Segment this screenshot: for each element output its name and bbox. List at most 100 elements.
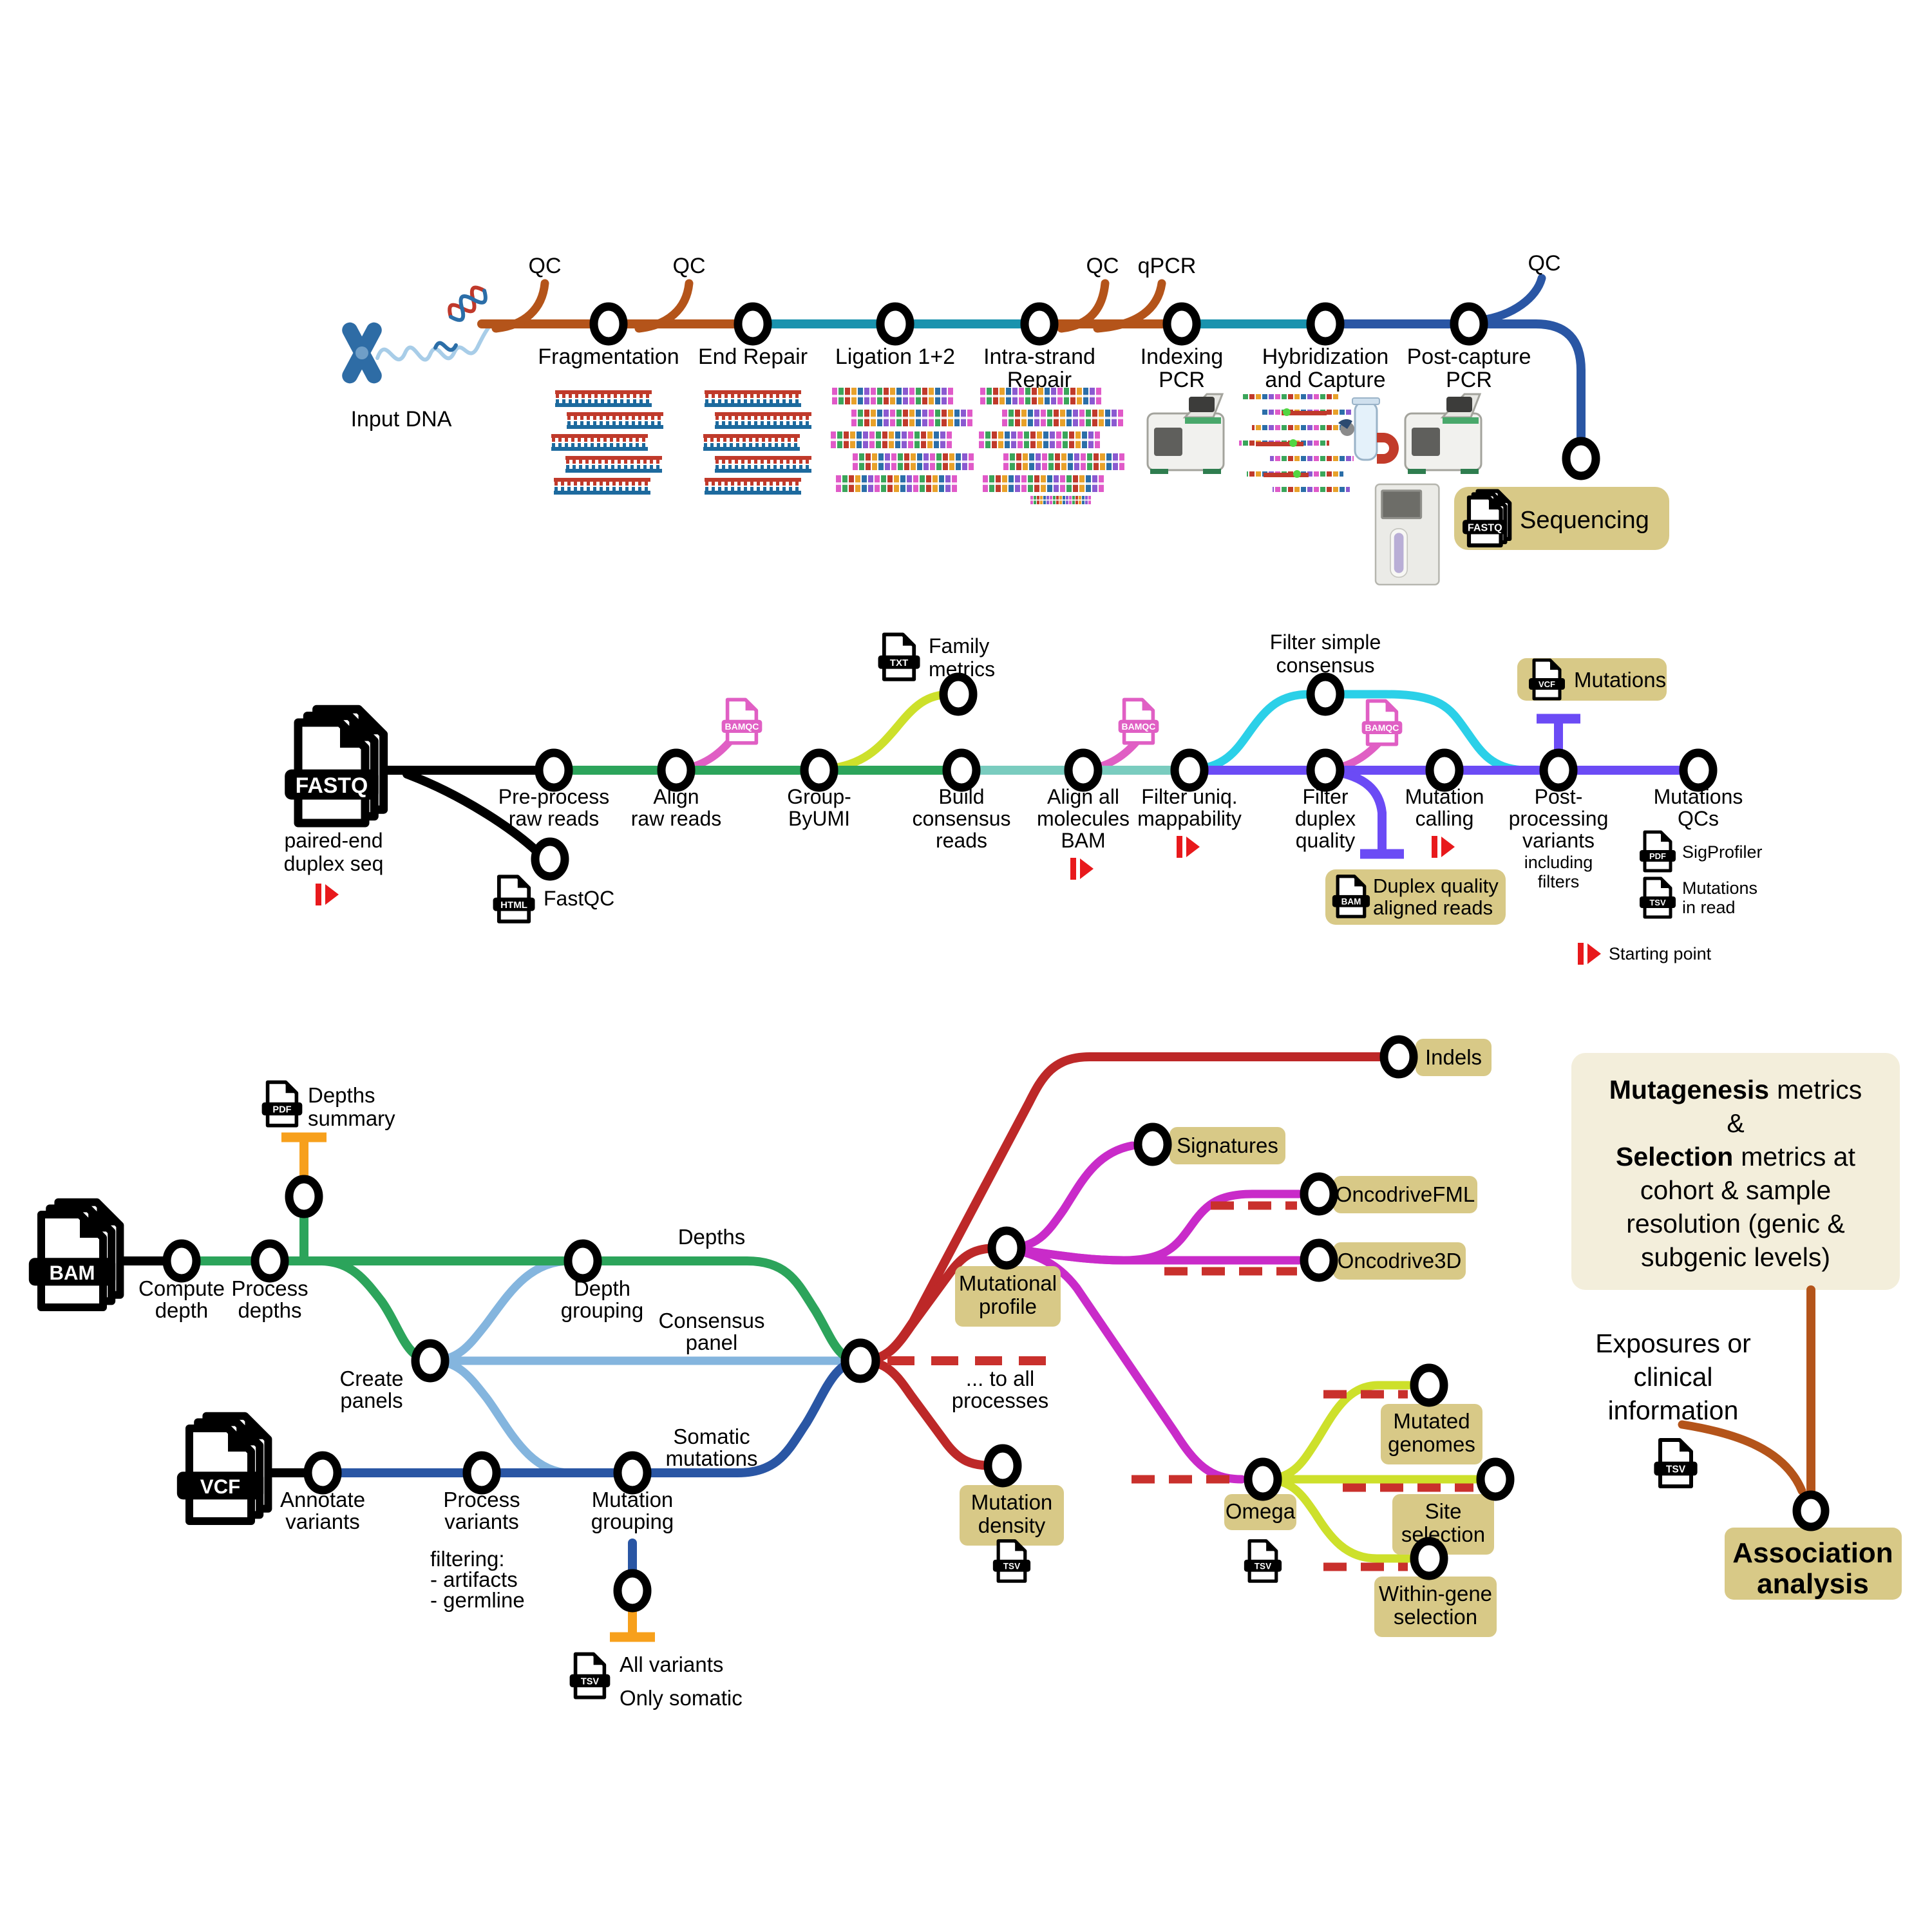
exposures-label-1: Exposures or [1595, 1329, 1751, 1358]
label-post-capture-1: Post-capture [1407, 345, 1531, 369]
qc-label-2: QC [673, 254, 706, 278]
within-gene-label-1: Within-gene [1379, 1582, 1492, 1605]
label-to-all-2: processes [952, 1388, 1048, 1412]
line-signatures [1002, 1141, 1137, 1253]
qc-label-3: QC [1086, 254, 1119, 278]
label-postproc-sub-2: filters [1538, 872, 1580, 891]
input-dna-illustration [339, 285, 491, 386]
station-align-raw-reads [657, 748, 696, 792]
sigprofiler-label: SigProfiler [1682, 842, 1763, 862]
html-file-label: HTML [500, 900, 527, 911]
tsv-exposures-label: TSV [1666, 1464, 1686, 1475]
qc-label-4: QC [1528, 251, 1561, 276]
station-mutation-calling [1425, 748, 1464, 792]
label-annotate-variants-1: Annotate [280, 1488, 365, 1511]
fragmentation-illustration [551, 390, 663, 495]
txt-file-label: TXT [890, 658, 909, 668]
branch-filter-simple-consensus [1185, 690, 1527, 775]
fastq-file-label: FASTQ [1468, 522, 1502, 534]
filtering-note-2: - artifacts [430, 1567, 518, 1591]
pdf-file-icon: PDF [1640, 832, 1676, 871]
label-groupbyumi-1: Group- [787, 785, 851, 808]
signatures-label: Signatures [1177, 1133, 1278, 1157]
middle-row-read-processing: FASTQ paired-end duplex seq HTML FastQC … [284, 630, 1763, 965]
label-buildconsensus-3: reads [936, 829, 987, 852]
bam-small-label: BAM [1341, 896, 1361, 906]
panel-line-6: subgenic levels) [1641, 1242, 1830, 1272]
station-end-repair [734, 302, 772, 346]
label-intra-strand-1: Intra-strand [983, 345, 1095, 369]
signatures-badge [1170, 1127, 1285, 1164]
site-selection-label-2: selection [1401, 1522, 1485, 1546]
line-somatic-mutations [258, 1356, 865, 1477]
label-process-variants-2: variants [444, 1510, 519, 1533]
intra-strand-illustration [979, 388, 1126, 504]
family-metrics-label-2: metrics [929, 658, 995, 681]
station-post-capture-pcr [1450, 302, 1488, 346]
starting-point-marker-alignall [1070, 858, 1094, 880]
all-variants-label: All variants [620, 1653, 723, 1676]
association-badge [1725, 1528, 1902, 1600]
metrics-panel [1571, 1053, 1900, 1290]
bamqc-label-2: BAMQC [1122, 721, 1156, 732]
label-hybridization-1: Hybridization [1262, 345, 1389, 369]
station-group-by-umi [800, 748, 838, 792]
label-alignall-1: Align all [1047, 785, 1119, 808]
input-dna-label: Input DNA [351, 407, 452, 431]
only-somatic-label: Only somatic [620, 1686, 743, 1710]
mutation-density-label-2: density [978, 1513, 1046, 1537]
sequencing-label: Sequencing [1520, 507, 1649, 534]
mutation-density-label-1: Mutation [971, 1490, 1053, 1514]
tsv-file-icon-mutread: TSV [1640, 878, 1676, 917]
label-somatic-mutations-2: mutations [665, 1446, 757, 1470]
label-preprocess-2: raw reads [509, 807, 600, 830]
label-annotate-variants-2: variants [285, 1510, 360, 1533]
label-preprocess-1: Pre-process [498, 785, 610, 808]
oncodrivefml-label: OncodriveFML [1336, 1182, 1475, 1206]
panel-line-5: resolution (genic & [1626, 1209, 1845, 1238]
mutated-genomes-label-1: Mutated [1393, 1409, 1470, 1433]
html-file-icon: HTML [493, 876, 535, 922]
label-consensus-panel-1: Consensus [658, 1309, 764, 1332]
station-indels [1379, 1035, 1418, 1079]
branch-family-metrics [823, 690, 963, 773]
label-mutcalling-1: Mutation [1405, 785, 1484, 808]
station-filter-duplex-quality [1306, 748, 1345, 792]
station-create-panels [411, 1339, 450, 1383]
label-alignall-3: BAM [1061, 829, 1105, 852]
qc-branch-1 [491, 279, 549, 333]
station-sequencing [1562, 437, 1600, 480]
vcf-file-icon-small: VCF [1529, 660, 1565, 699]
paired-end-label-1: paired-end [285, 829, 383, 852]
label-ligation: Ligation 1+2 [835, 345, 955, 369]
magnet-icon [1377, 433, 1399, 464]
exposures-label-3: information [1608, 1396, 1739, 1425]
line-mutational-profile [856, 1244, 1009, 1365]
station-mutated-genomes [1410, 1363, 1448, 1407]
label-indexing-2: PCR [1159, 368, 1205, 392]
station-indexing-pcr [1162, 302, 1201, 346]
qpcr-branch [1093, 279, 1166, 333]
mutations-badge-label: Mutations [1574, 668, 1666, 692]
pdf-file-label: PDF [1649, 851, 1666, 861]
station-mutation-grouping [613, 1451, 652, 1495]
label-alignraw-2: raw reads [631, 807, 722, 830]
label-buildconsensus-2: consensus [913, 807, 1011, 830]
station-mutation-density [983, 1444, 1022, 1488]
oncodrive3d-label: Oncodrive3D [1338, 1249, 1462, 1273]
station-mutations-qcs [1679, 748, 1718, 792]
depths-summary-label-2: summary [308, 1106, 395, 1130]
station-filter-simple-consensus [1306, 672, 1345, 716]
qc-label-1: QC [529, 254, 562, 278]
station-signatures [1133, 1122, 1172, 1166]
duplex-badge-label-1: Duplex quality [1373, 875, 1499, 897]
bamqc-file-icon-1: BAMQC [721, 699, 762, 743]
pdf-depths-icon: PDF [261, 1082, 303, 1125]
label-buildconsensus-1: Build [938, 785, 984, 808]
station-oncodrivefml [1300, 1172, 1338, 1216]
within-gene-badge [1374, 1577, 1497, 1637]
fastq-input-icon: FASTQ [285, 709, 383, 823]
vcf-small-label: VCF [1539, 679, 1555, 689]
